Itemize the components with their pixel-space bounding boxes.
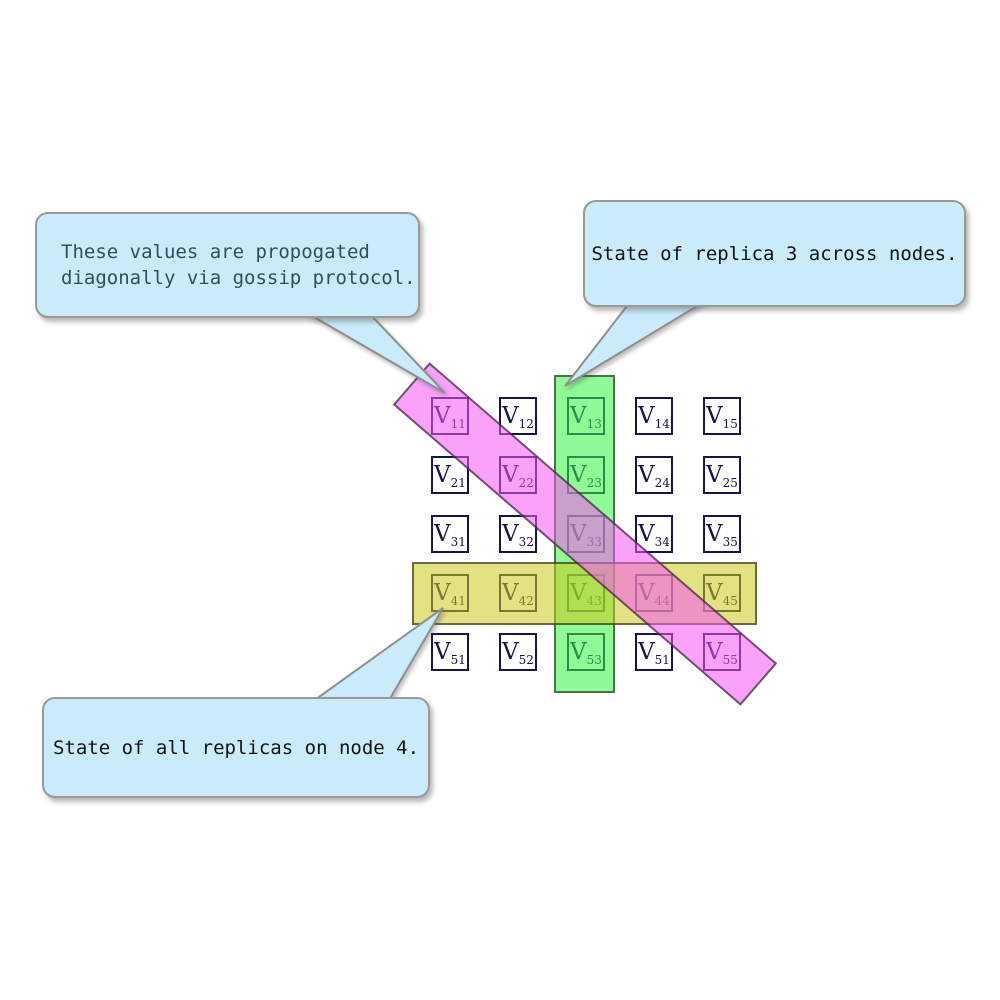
cell-label: V12 (502, 402, 534, 431)
callout-text-line: State of all replicas on node 4. (52, 736, 420, 759)
cell-r1c4: V14 (635, 397, 673, 435)
cell-r5c2: V52 (499, 633, 537, 671)
gossip-note-callout: These values are propogated diagonally v… (35, 212, 420, 318)
cell-label: V32 (502, 520, 534, 549)
callout-text-line: State of replica 3 across nodes. (591, 242, 958, 265)
cell-r3c1: V31 (431, 515, 469, 553)
cell-r2c4: V24 (635, 456, 673, 494)
cell-label: V14 (638, 402, 670, 431)
replica3-note-callout: State of replica 3 across nodes. (583, 200, 966, 307)
cell-label: V35 (706, 520, 738, 549)
cell-r5c4: V51 (635, 633, 673, 671)
cell-label: V52 (502, 638, 534, 667)
replica3-note-pointer (564, 296, 716, 387)
cell-label: V24 (638, 461, 670, 490)
cell-label: V51 (434, 638, 466, 667)
cell-label: V15 (706, 402, 738, 431)
cell-r2c1: V21 (431, 456, 469, 494)
cell-label: V31 (434, 520, 466, 549)
callout-text-line: These values are propogated (61, 241, 370, 263)
cell-r1c5: V15 (703, 397, 741, 435)
cell-r2c5: V25 (703, 456, 741, 494)
cell-r5c1: V51 (431, 633, 469, 671)
cell-label: V51 (638, 638, 670, 667)
callout-text-line: diagonally via gossip protocol. (61, 267, 416, 289)
cell-label: V21 (434, 461, 466, 490)
cell-r3c5: V35 (703, 515, 741, 553)
node4-note-callout: State of all replicas on node 4. (42, 697, 430, 798)
cell-label: V25 (706, 461, 738, 490)
cell-label: V34 (638, 520, 670, 549)
